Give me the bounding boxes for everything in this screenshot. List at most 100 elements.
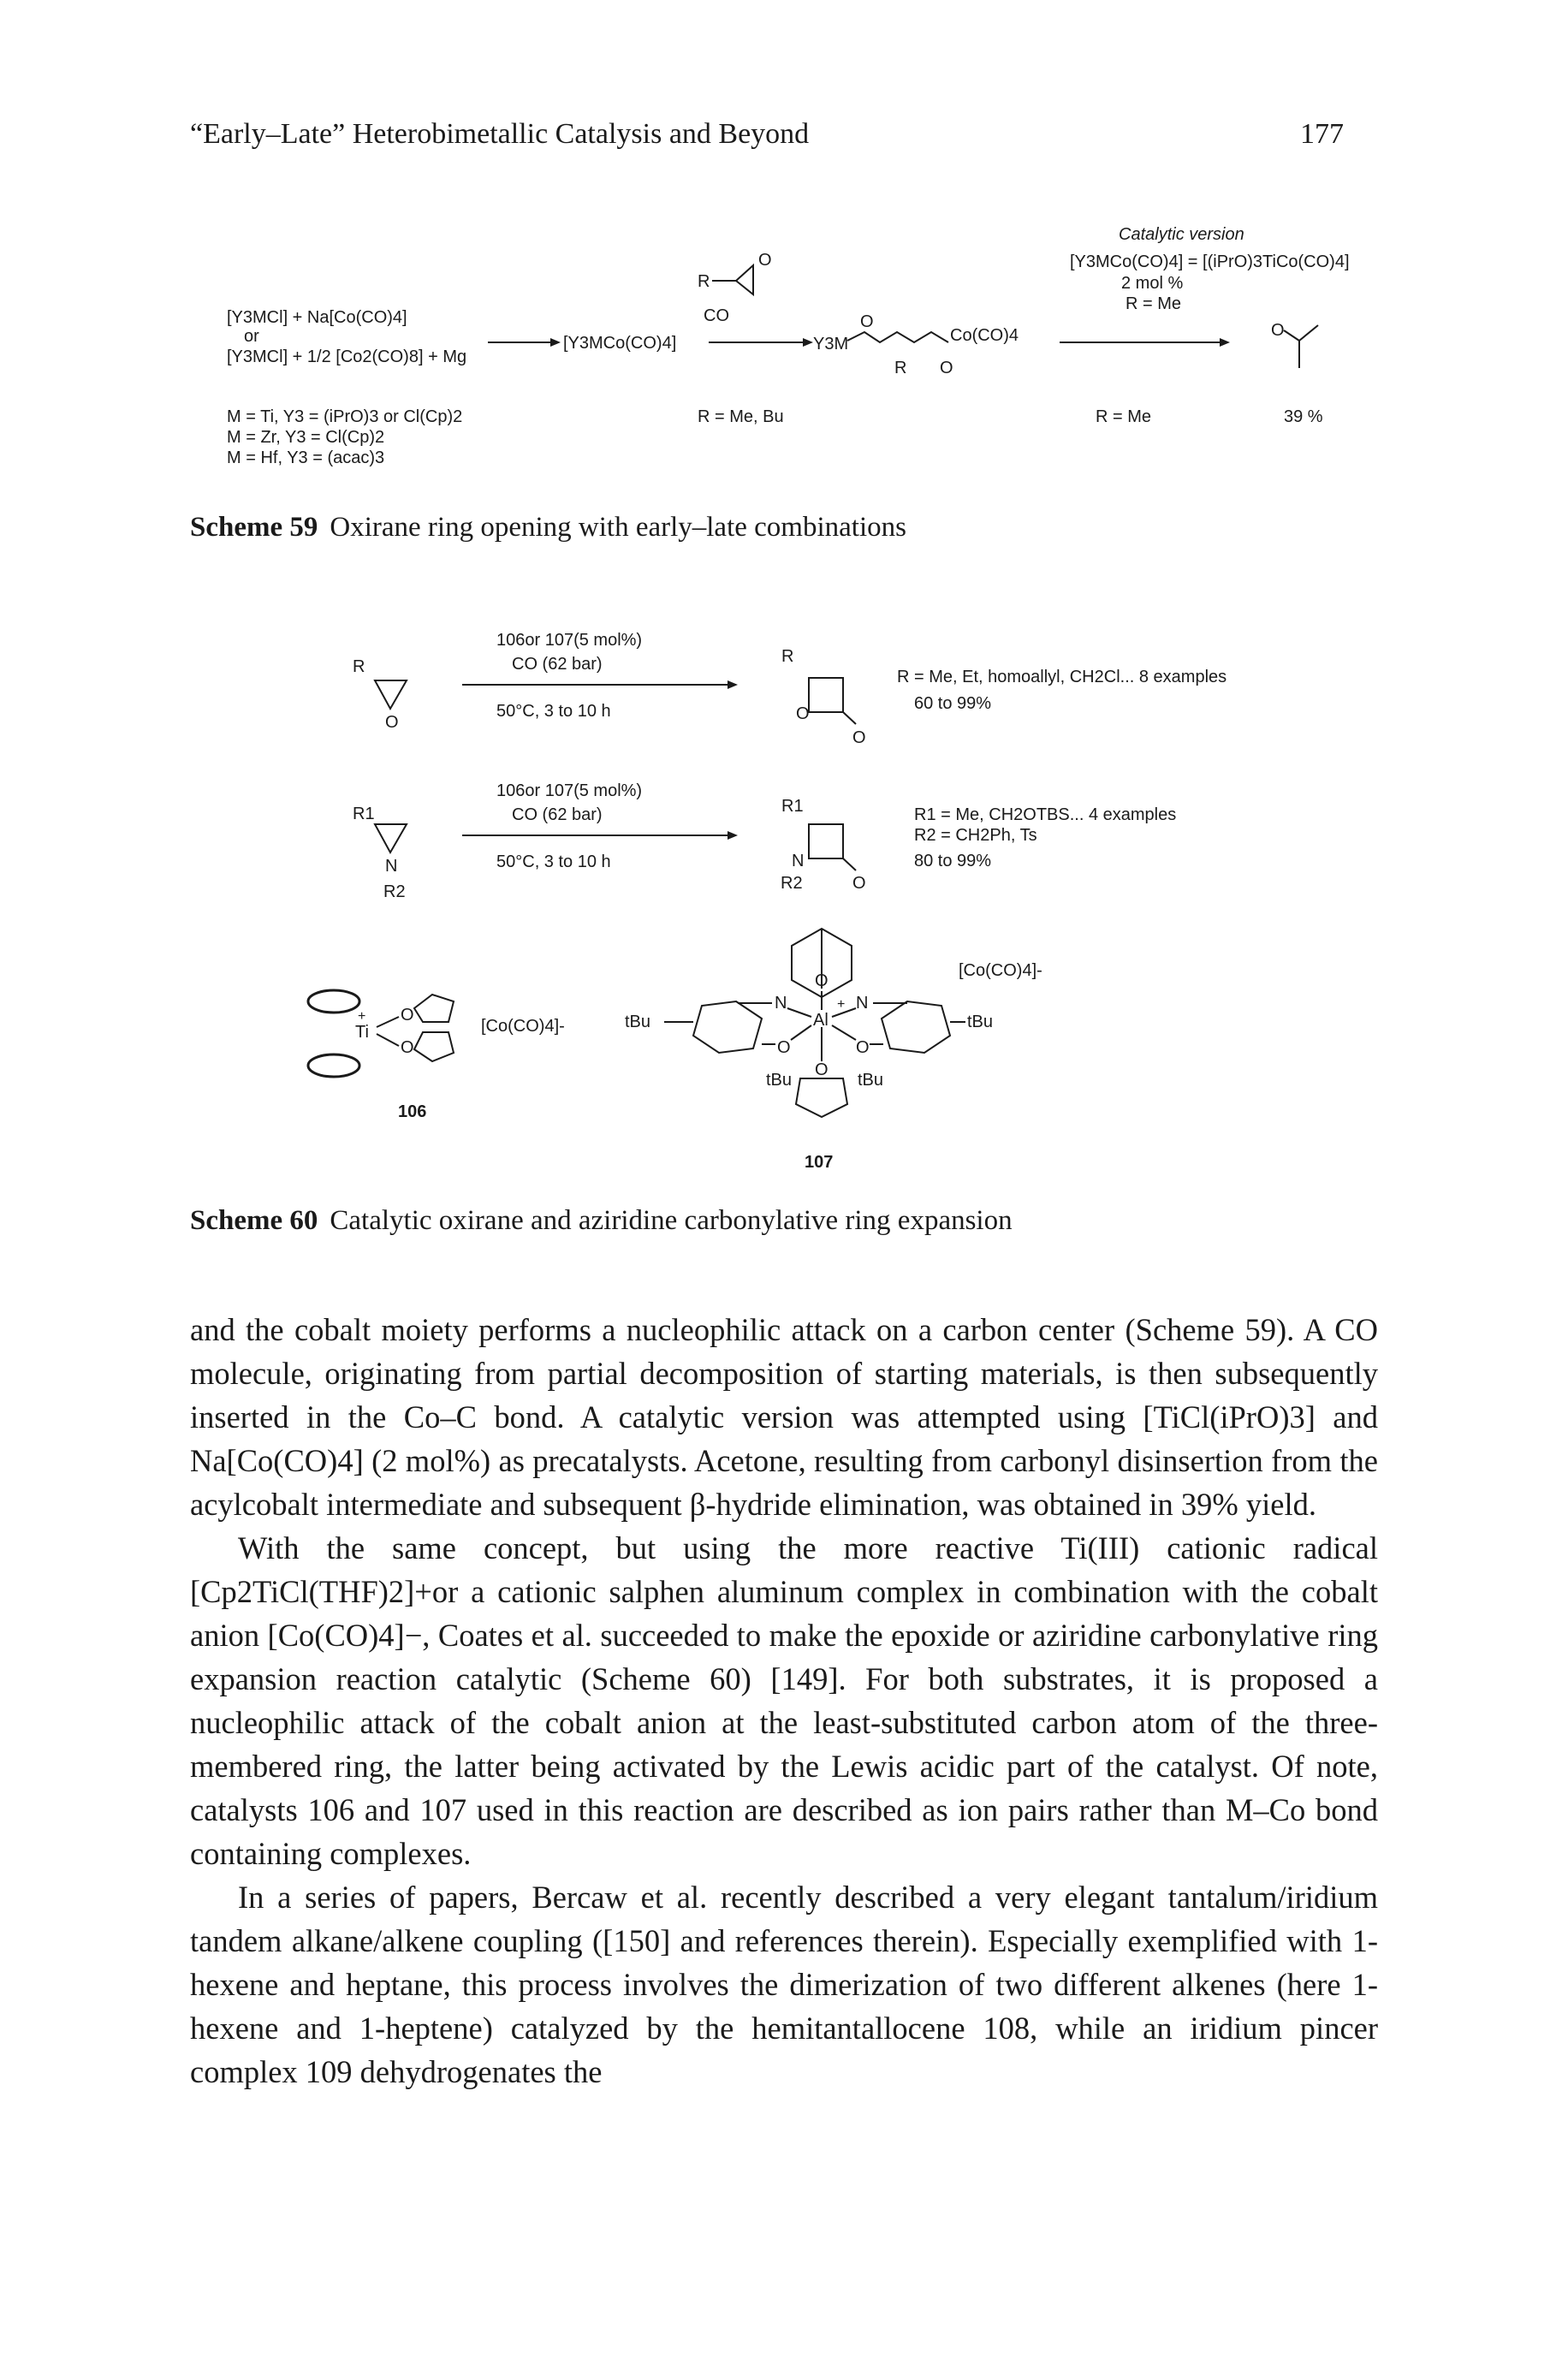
aryl-right	[880, 1000, 952, 1054]
cat106-plus: +	[358, 1009, 365, 1024]
row1-sub-o: O	[385, 713, 399, 732]
row1-note1: R = Me, Et, homoallyl, CH2Cl... 8 exampl…	[897, 668, 1226, 686]
row2-cond-bottom: 50°C, 3 to 10 h	[496, 852, 611, 871]
acetone-co	[1283, 330, 1300, 342]
row1-arrow-head	[728, 680, 738, 689]
paragraph-1: and the cobalt moiety performs a nucleop…	[190, 1312, 1378, 1522]
aryl-left	[692, 1000, 763, 1054]
r-values: R = Me, Bu	[698, 407, 784, 426]
arrow-3-head	[1220, 338, 1230, 347]
cat107-tbu-right: tBu	[967, 1013, 993, 1031]
acyl-o-2: O	[940, 359, 953, 377]
row1-cond-top2: CO (62 bar)	[512, 655, 603, 674]
n-al-right	[831, 1007, 857, 1018]
acetone-me1	[1298, 324, 1319, 342]
running-title: “Early–Late” Heterobimetallic Catalysis …	[190, 118, 810, 150]
row2-cond-top1: 106or 107(5 mol%)	[496, 781, 642, 800]
cat107-tbu-left: tBu	[625, 1013, 650, 1031]
acyl-coco4: Co(CO)4	[950, 326, 1019, 345]
cat107-o-top: O	[815, 971, 829, 990]
paragraph-2: With the same concept, but using the mor…	[190, 1530, 1378, 1871]
acyl-chain	[846, 330, 949, 344]
thf-ring-107	[794, 1078, 849, 1119]
row1-cond-bottom: 50°C, 3 to 10 h	[496, 702, 611, 721]
row2-note2: R2 = CH2Ph, Ts	[914, 826, 1037, 845]
row2-sub-r2: R2	[383, 882, 406, 901]
row2-arrow-head	[728, 831, 738, 840]
catalytic-line-3: R = Me	[1126, 294, 1181, 313]
cat107-al: Al	[813, 1011, 829, 1030]
catalytic-line-2: 2 mol %	[1121, 274, 1183, 293]
page-number: 177	[1300, 118, 1344, 150]
row2-sub-r1: R1	[353, 805, 375, 823]
ti-o1-bond	[376, 1016, 400, 1028]
acyl-r: R	[894, 359, 906, 377]
row2-carbonyl	[842, 858, 857, 871]
scheme-60-figure: R O 106or 107(5 mol%) CO (62 bar) 50°C, …	[306, 631, 1226, 1172]
arrow-1-head	[550, 338, 561, 347]
catalytic-title: Catalytic version	[1119, 225, 1244, 244]
ti-o2-bond	[376, 1033, 400, 1047]
scheme-59-figure: [Y3MCl] + Na[Co(CO)4] or [Y3MCl] + 1/2 […	[227, 225, 1350, 467]
row1-prod-o2: O	[852, 728, 866, 747]
acyl-y3m: Y3M	[813, 335, 848, 353]
row2-lactam	[808, 823, 844, 859]
o-al-right	[831, 1025, 857, 1041]
o-al-left	[790, 1025, 812, 1041]
catalytic-line-1: [Y3MCo(CO)4] = [(iPrO)3TiCo(CO)4]	[1070, 252, 1350, 271]
body-text: and the cobalt moiety performs a nucleop…	[190, 1308, 1378, 2094]
co-label: CO	[704, 306, 729, 325]
row1-prod-o1: O	[796, 704, 810, 723]
row2-note3: 80 to 99%	[914, 852, 991, 870]
acyl-o: O	[860, 312, 874, 331]
row1-note2: 60 to 99%	[914, 694, 991, 713]
cat106-label: 106	[398, 1102, 426, 1121]
cat107-n-right: N	[856, 994, 868, 1013]
cp-ring-top	[306, 989, 361, 1014]
thf-ring-2	[413, 1031, 455, 1063]
r-me: R = Me	[1096, 407, 1151, 426]
paragraph-3: In a series of papers, Bercaw et al. rec…	[190, 1880, 1378, 2089]
cond-line-2: M = Zr, Y3 = Cl(Cp)2	[227, 428, 384, 447]
scheme-59-caption: Scheme 59 Oxirane ring opening with early…	[190, 512, 906, 544]
cp-ring-bottom	[306, 1053, 361, 1078]
cat106-anion: [Co(CO)4]-	[481, 1017, 565, 1036]
reagent-line-2: [Y3MCl] + 1/2 [Co2(CO)8] + Mg	[227, 347, 466, 366]
row1-lactone	[808, 677, 844, 713]
row1-epoxide	[373, 680, 408, 711]
row1-carbonyl	[842, 711, 857, 725]
row2-prod-n: N	[792, 852, 804, 870]
cat107-plus: +	[837, 997, 845, 1012]
row2-cond-top2: CO (62 bar)	[512, 805, 603, 824]
cat107-label: 107	[805, 1153, 833, 1172]
scheme-59-text: Oxirane ring opening with early–late com…	[330, 512, 906, 543]
row2-sub-n: N	[385, 857, 397, 876]
reagent-or: or	[244, 327, 259, 346]
cond-line-3: M = Hf, Y3 = (acac)3	[227, 448, 384, 467]
row2-note1: R1 = Me, CH2OTBS... 4 examples	[914, 805, 1176, 824]
cat106-o2: O	[401, 1038, 414, 1057]
epoxide-r: R	[698, 272, 710, 291]
thf-ring-1	[413, 993, 455, 1023]
row1-sub-r: R	[353, 657, 365, 676]
cat107-o-right: O	[856, 1038, 870, 1057]
row2-prod-r2: R2	[781, 874, 803, 893]
product-o: O	[1271, 321, 1285, 340]
scheme-59-label: Scheme 59	[190, 512, 318, 543]
cat106-ti: Ti	[355, 1023, 369, 1042]
cond-line-1: M = Ti, Y3 = (iPrO)3 or Cl(Cp)2	[227, 407, 462, 426]
cat107-tbu-bl: tBu	[766, 1071, 792, 1090]
row2-aziridine	[373, 823, 408, 855]
n-al-left	[787, 1007, 812, 1018]
cat107-tbu-br: tBu	[858, 1071, 883, 1090]
yield: 39 %	[1284, 407, 1323, 426]
intermediate-label: [Y3MCo(CO)4]	[563, 334, 676, 353]
cat107-o-left: O	[777, 1038, 791, 1057]
cat107-n-left: N	[775, 994, 787, 1013]
arrow-2-head	[803, 338, 813, 347]
row1-prod-r: R	[781, 647, 793, 666]
row2-prod-o: O	[852, 874, 866, 893]
row2-prod-r1: R1	[781, 797, 804, 816]
epoxide-o: O	[758, 251, 772, 270]
